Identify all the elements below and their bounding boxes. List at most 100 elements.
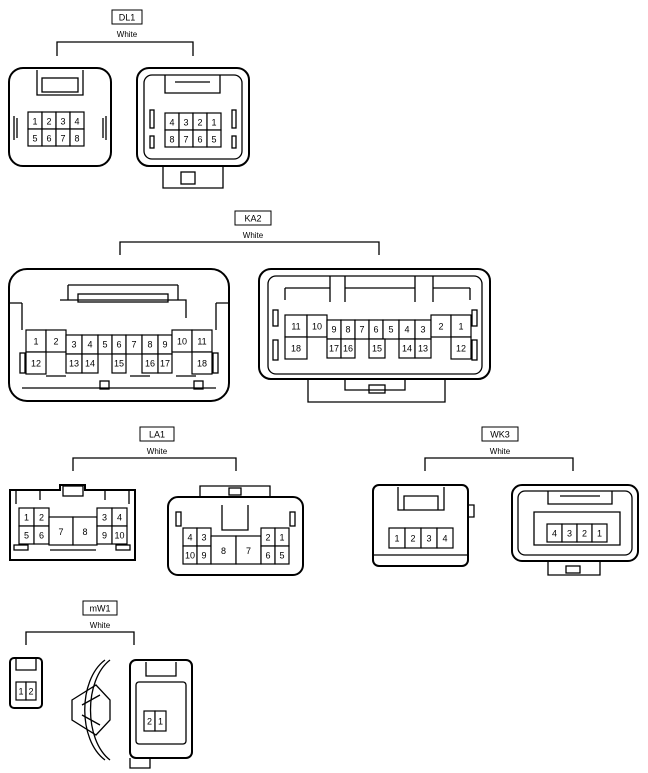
- connector-pin-frame: [533, 511, 621, 546]
- pin-grid: 1 2 3 4 5 6 7 8 9 10 11 12 13 14 15 16 1…: [25, 329, 213, 375]
- connector-key-slot: [329, 276, 434, 302]
- pin-label: 5: [102, 340, 107, 350]
- connector-code-box: [234, 210, 272, 226]
- pin-label: 4: [187, 533, 192, 543]
- pin-label: 6: [197, 135, 202, 145]
- pin-label: 3: [102, 513, 107, 523]
- connector-housing: [258, 268, 491, 380]
- latch-slot: [77, 293, 169, 303]
- connector-lock-tab: [547, 561, 601, 576]
- connector-rib: [115, 544, 131, 551]
- pin-label: 8: [221, 546, 226, 556]
- connector-lock-tab: [162, 166, 224, 189]
- pin-label: 2: [46, 117, 51, 127]
- connector-rib: [289, 511, 296, 527]
- connector-latch: [15, 658, 37, 671]
- pin-label: 14: [85, 359, 95, 369]
- connector-housing: [372, 484, 469, 567]
- connector-rib: [149, 109, 155, 129]
- latch-inner: [403, 495, 439, 510]
- pin-label: 1: [211, 118, 216, 128]
- pin-label: 2: [582, 529, 587, 539]
- group-dl1: DL1 White: [56, 9, 194, 56]
- pin-label: 15: [372, 344, 382, 354]
- lock-tab-window: [565, 565, 581, 574]
- connector-top-rails: [284, 288, 471, 300]
- pin-label: 6: [46, 134, 51, 144]
- pin-label: 4: [169, 118, 174, 128]
- pin-label: 9: [162, 340, 167, 350]
- connector-clip-arc: [84, 659, 106, 761]
- pin-label: 7: [131, 340, 136, 350]
- connector-rib: [19, 352, 26, 374]
- pin-label: 2: [265, 533, 270, 543]
- connector-clip-arc: [89, 659, 111, 761]
- pin-label: 1: [597, 529, 602, 539]
- pin-label: 7: [359, 325, 364, 335]
- connector-code-box: [111, 9, 143, 25]
- connector-inner-wall: [143, 74, 243, 160]
- pin-label: 18: [197, 359, 207, 369]
- connector-code: DL1: [119, 13, 136, 23]
- connector-color: White: [243, 231, 264, 240]
- group-bracket: [56, 41, 194, 56]
- connector-rib: [149, 135, 155, 149]
- connector-latch: [36, 70, 84, 96]
- pin-label: 8: [82, 527, 87, 537]
- pin-label: 13: [418, 344, 428, 354]
- group-la1: LA1 White: [72, 426, 237, 471]
- la1-right-connector: 4 3 10 9 8 7 2 1 6 5: [167, 485, 304, 576]
- group-bracket: [424, 457, 574, 471]
- pin-label: 6: [116, 340, 121, 350]
- pin-label: 7: [58, 527, 63, 537]
- connector-latch: [164, 75, 221, 94]
- pin-label: 3: [420, 325, 425, 335]
- pin-grid: 1 2 5 6 7 8 3 4 9 10: [18, 507, 128, 546]
- pin-label: 13: [69, 359, 79, 369]
- connector-rib: [13, 544, 29, 551]
- lock-tab-inner: [344, 379, 406, 391]
- pin-label: 4: [117, 513, 122, 523]
- connector-color: White: [90, 621, 111, 630]
- pin-label: 9: [331, 325, 336, 335]
- pin-label: 3: [60, 117, 65, 127]
- mw1-left-connector: 1 2: [9, 657, 43, 709]
- pin-label: 5: [279, 551, 284, 561]
- connector-guide: [15, 490, 130, 504]
- group-wk3: WK3 White: [424, 426, 574, 471]
- pin-grid: 1 2: [15, 681, 37, 701]
- pin-label: 6: [373, 325, 378, 335]
- group-bracket: [25, 631, 135, 645]
- pin-grid: 1 2 3 4 5 6 7 8: [27, 111, 85, 147]
- pin-label: 12: [31, 359, 41, 369]
- pin-label: 5: [32, 134, 37, 144]
- connector-code-box: [82, 600, 118, 616]
- connector-inner-wall: [517, 490, 633, 556]
- connector-rib: [471, 309, 478, 327]
- pin-label: 1: [394, 534, 399, 544]
- pin-label: 10: [185, 551, 195, 561]
- pin-label: 4: [74, 117, 79, 127]
- connector-housing: [9, 484, 136, 561]
- connector-side-tab: [468, 504, 475, 518]
- connector-inner-wall: [135, 681, 187, 745]
- pin-grid: 1 2 3 4: [388, 527, 454, 549]
- pin-label: 9: [201, 551, 206, 561]
- connector-housing: [511, 484, 639, 562]
- dl1-right-connector: 4 3 2 1 8 7 6 5: [136, 67, 250, 189]
- connector-color: White: [490, 447, 511, 456]
- pin-label: 4: [552, 529, 557, 539]
- pin-label: 8: [147, 340, 152, 350]
- pin-label: 5: [388, 325, 393, 335]
- connector-foot: [193, 380, 204, 390]
- connector-latch: [199, 485, 271, 497]
- pin-label: 3: [567, 529, 572, 539]
- pin-label: 7: [60, 134, 65, 144]
- pin-grid: 4 3 2 1: [546, 523, 608, 543]
- pin-label: 16: [343, 344, 353, 354]
- connector-lock-tab: [307, 379, 446, 403]
- pin-label: 1: [33, 337, 38, 347]
- latch-window: [228, 487, 242, 496]
- connector-housing: [8, 67, 112, 167]
